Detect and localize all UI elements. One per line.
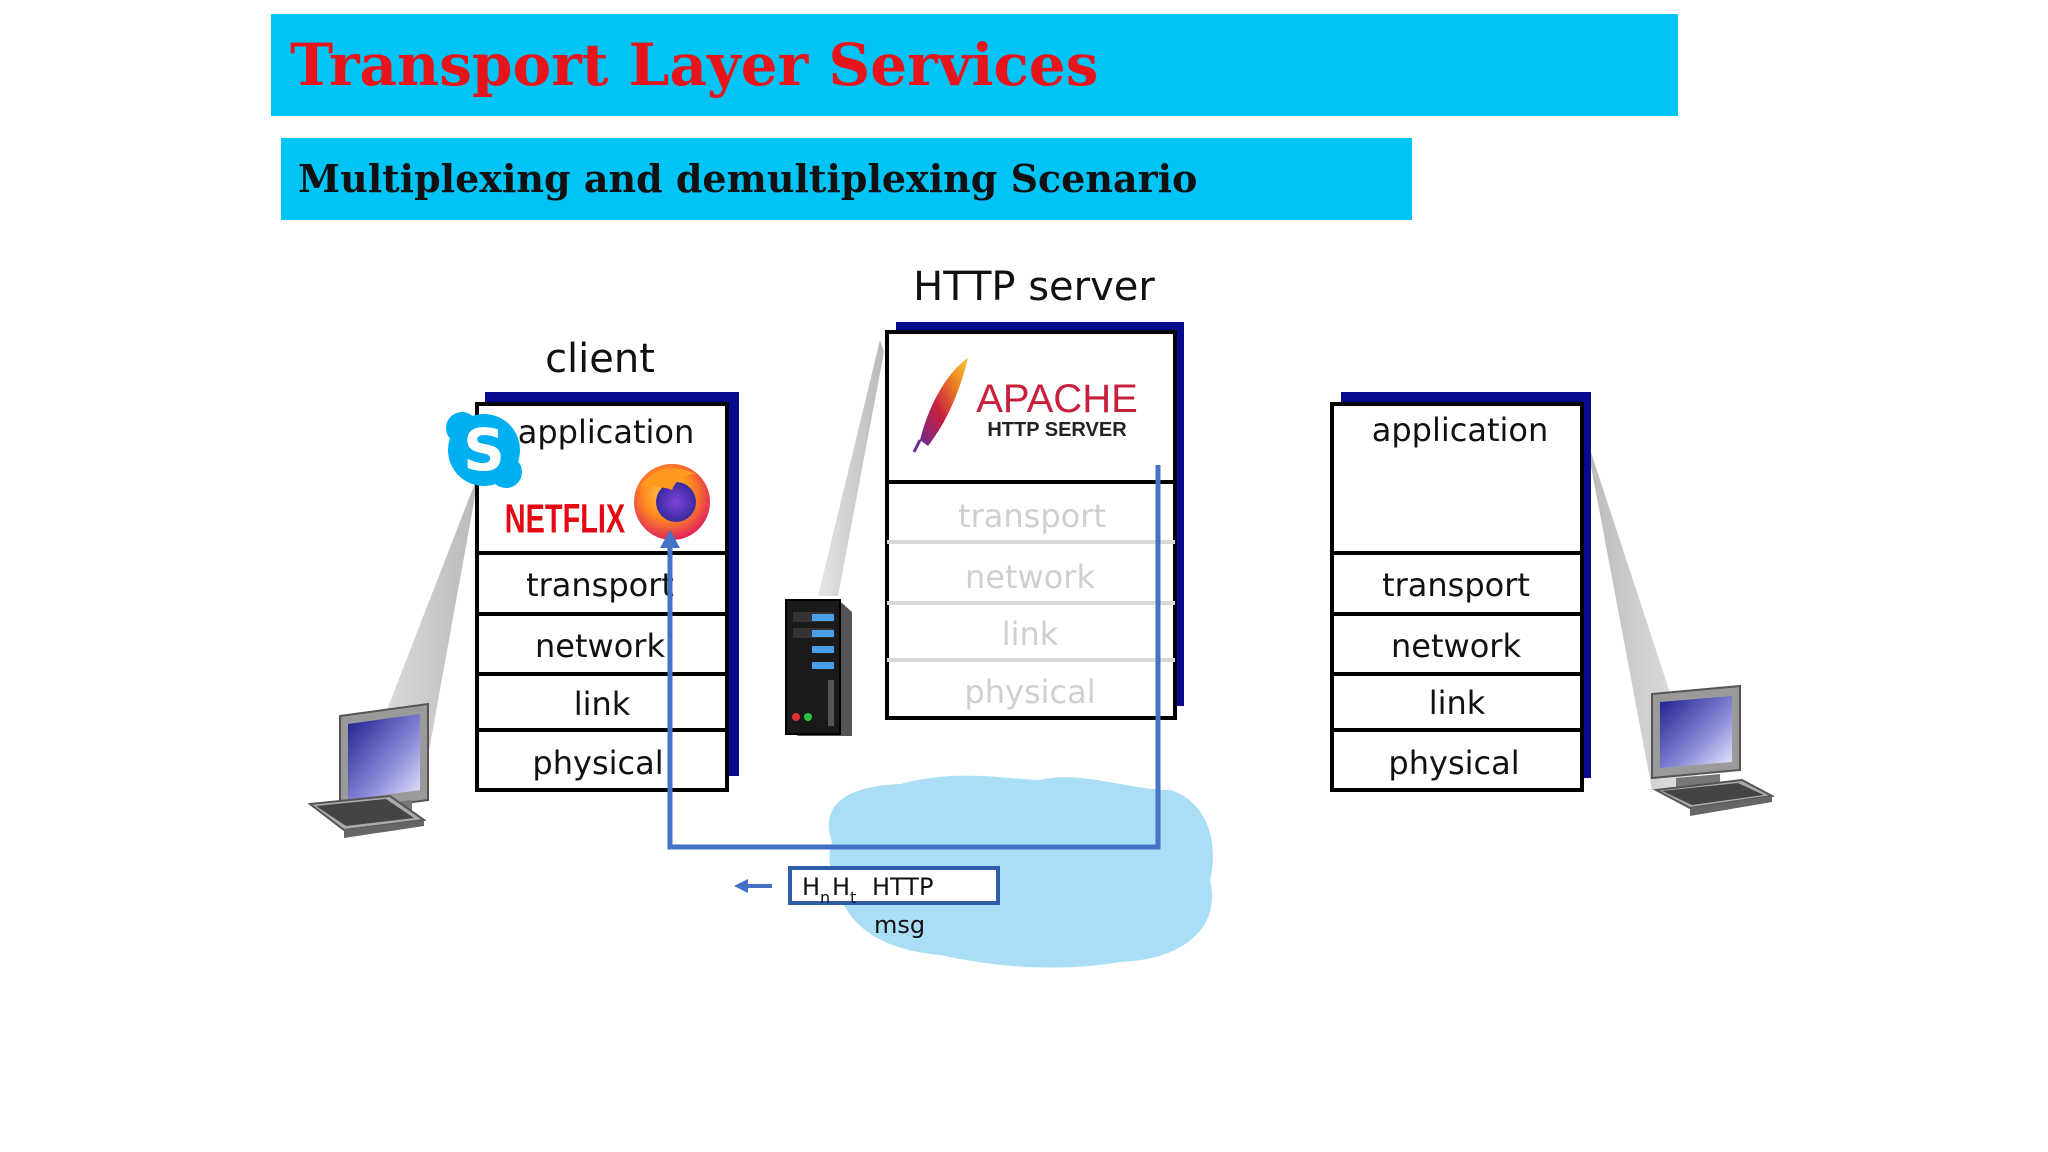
server-tower-icon xyxy=(785,599,852,736)
server-layer-link: link xyxy=(1002,615,1059,653)
server-stack xyxy=(885,322,1184,720)
server-label: HTTP server xyxy=(913,264,1155,310)
demux-path-line xyxy=(667,465,1161,850)
apache-feather-icon xyxy=(912,358,968,453)
server-stack-box xyxy=(885,330,1177,720)
firefox-icon-client xyxy=(634,464,710,540)
segment-payload-label: HTTP xyxy=(872,873,933,901)
slide-subtitle: Multiplexing and demultiplexing Scenario xyxy=(298,156,1198,201)
slide-title: Transport Layer Services xyxy=(290,31,1099,99)
right-layer-transport: transport xyxy=(1382,566,1530,604)
client-layer-network: network xyxy=(535,627,665,665)
segment-arrowhead xyxy=(734,879,748,893)
skype-icon: S xyxy=(446,412,522,488)
server-layer-transport: transport xyxy=(958,497,1106,535)
right-host-stack-box xyxy=(1330,402,1584,792)
segment-box xyxy=(788,866,1000,905)
right-layer-network: network xyxy=(1391,627,1521,665)
right-layer-link: link xyxy=(1429,684,1486,722)
network-header-label: H xyxy=(802,873,820,901)
demux-path-arrowhead xyxy=(660,530,680,548)
server-layer-network: network xyxy=(965,558,1095,596)
right-layer-physical: physical xyxy=(1388,744,1519,782)
client-layer-application: application xyxy=(518,413,695,451)
transport-header-label: H xyxy=(832,873,850,901)
client-label: client xyxy=(545,336,655,382)
client-layer-link: link xyxy=(574,685,631,723)
network-cloud xyxy=(828,775,1214,968)
client-stack xyxy=(475,392,739,792)
segment-payload-label-2: msg xyxy=(874,911,925,939)
right-layer-application: application xyxy=(1372,411,1549,449)
server-beam xyxy=(818,340,884,596)
apache-logo-name: APACHE xyxy=(976,377,1138,421)
netflix-logo: NETFLIX xyxy=(505,497,626,542)
client-layer-transport: transport xyxy=(526,566,674,604)
subtitle-banner xyxy=(281,138,1412,220)
transport-header-subscript: t xyxy=(850,888,856,907)
server-layer-physical: physical xyxy=(964,673,1095,711)
client-layer-physical: physical xyxy=(532,744,663,782)
network-header-subscript: n xyxy=(820,888,830,907)
right-host-stack xyxy=(1330,392,1591,792)
apache-logo-subtitle: HTTP SERVER xyxy=(987,419,1127,441)
title-banner xyxy=(271,14,1678,116)
transport-segment: H n H t HTTP msg xyxy=(734,866,1000,939)
right-computer-icon xyxy=(1651,684,1776,816)
client-computer-icon xyxy=(307,702,429,838)
svg-text:S: S xyxy=(463,416,505,484)
